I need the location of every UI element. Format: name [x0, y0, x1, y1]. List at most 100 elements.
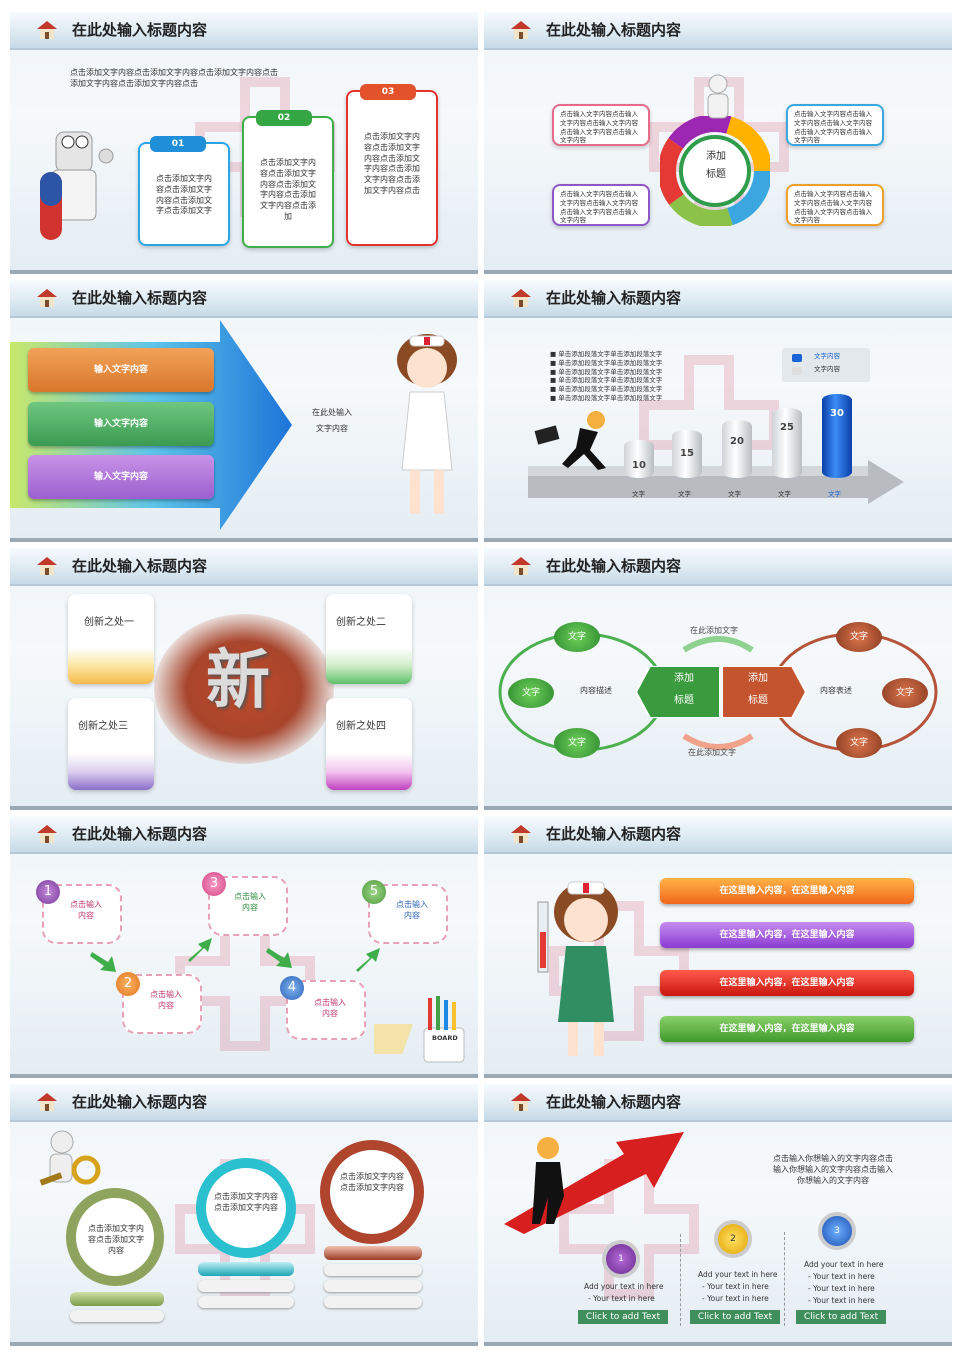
slide-7[interactable]: 在此处输入标题内容 1 2 3 4 5 点击输入内容 点击输入内容 点击输入内容…	[10, 816, 478, 1078]
slide-5[interactable]: 在此处输入标题内容 新 创新之处一 创新之处二 创新之处三 创新之处四	[10, 548, 478, 810]
center-title-1[interactable]: 添加	[706, 151, 726, 162]
cylinder-value: 25	[780, 422, 794, 433]
center-title-2[interactable]: 标题	[706, 169, 726, 180]
ring-green[interactable]: 点击添加文字内容点击添加文字内容	[66, 1188, 164, 1286]
box-text[interactable]: 点击输入文字内容点击输入文字内容点击输入文字内容点击输入文字内容点击输入文字内容	[794, 190, 872, 225]
slide-10[interactable]: 在此处输入标题内容 点击输入你想输入的文字内容点击输入你想输入的文字内容点击输入…	[484, 1084, 952, 1346]
bullet-item[interactable]: ■ 单击添加段落文字单击添加段落文字	[550, 385, 663, 394]
col-1-line[interactable]: Add your text in here	[584, 1282, 664, 1291]
slide-6[interactable]: 在此处输入标题内容 文字 文字 文字 文字 文字 文字 内容描述 内容表述 在此…	[484, 548, 952, 810]
nurse-syringe-icon	[537, 881, 618, 1056]
item-bar-1[interactable]: 输入文字内容	[28, 348, 214, 392]
bullet-item[interactable]: ■ 单击添加段落文字单击添加段落文字	[550, 350, 663, 358]
side-text-1[interactable]: 在此处输入	[312, 408, 352, 417]
ring-text[interactable]: 点击添加文字内容点击添加文字内容	[214, 1192, 278, 1212]
slide-title: 在此处输入标题内容	[546, 557, 682, 575]
card-02[interactable]: 02 点击添加文字内容点击添加文字内容点击添加文字内容点击添加文字内容点击添加	[242, 110, 334, 248]
ring-text[interactable]: 点击添加文字内容点击添加文字内容	[88, 1224, 144, 1255]
slide-4[interactable]: 在此处输入标题内容 ■ 单击添加段落文字单击添加段落文字 ■ 单击添加段落文字单…	[484, 280, 952, 542]
slide-2[interactable]: 在此处输入标题内容 添加 标题 点击输入文字内容点击输入文字内容点击输入文字内容…	[484, 12, 952, 274]
innovation-card-2[interactable]: 创新之处二	[326, 594, 412, 684]
innovation-card-3[interactable]: 创新之处三	[68, 698, 154, 790]
col-3-line[interactable]: - Your text in here	[808, 1284, 875, 1293]
center-left-line-2[interactable]: 标题	[674, 695, 694, 706]
right-node-middle[interactable]: 文字	[882, 678, 928, 708]
right-node-bottom[interactable]: 文字	[836, 728, 882, 758]
col-2-line[interactable]: Add your text in here	[698, 1270, 778, 1279]
col-3-line[interactable]: - Your text in here	[808, 1272, 875, 1281]
green-arrow-icon	[356, 948, 380, 972]
bullet-item[interactable]: ■ 单击添加段落文字单击添加段落文字	[550, 367, 663, 376]
card-text[interactable]: 点击添加文字内容点击添加文字内容点击添加文字内容点击添加文字内容点击添加	[260, 158, 316, 221]
slide-8[interactable]: 在此处输入标题内容 在这里输入内容，在这里输入内容 在这里输入内容，在这里输入内…	[484, 816, 952, 1078]
card-label[interactable]: 创新之处四	[336, 721, 386, 732]
ring-red[interactable]: 点击添加文字内容点击添加文字内容	[320, 1140, 424, 1244]
top-label[interactable]: 在此添加文字	[690, 626, 738, 635]
ring-cyan[interactable]: 点击添加文字内容点击添加文字内容	[196, 1158, 296, 1258]
slide-title: 在此处输入标题内容	[72, 1093, 208, 1111]
box-text[interactable]: 点击输入文字内容点击输入文字内容点击输入文字内容点击输入文字内容点击输入文字内容	[560, 190, 638, 225]
slide-9[interactable]: 在此处输入标题内容 点击添加文字内容点击添加文字内容 点击添加文字内容点击添加文…	[10, 1084, 478, 1346]
left-desc[interactable]: 内容描述	[580, 686, 612, 695]
item-bar-3[interactable]: 输入文字内容	[28, 455, 214, 499]
right-desc[interactable]: 内容表述	[820, 686, 852, 695]
col-3-line[interactable]: Add your text in here	[804, 1260, 884, 1269]
text-box-bottom-left[interactable]: 点击输入文字内容点击输入文字内容点击输入文字内容点击输入文字内容点击输入文字内容	[552, 184, 650, 226]
col-2-line[interactable]: - Your text in here	[702, 1294, 769, 1303]
item-bar-2[interactable]: 输入文字内容	[28, 402, 214, 446]
side-text-2[interactable]: 文字内容	[316, 424, 348, 433]
center-right-line-1[interactable]: 添加	[748, 673, 768, 684]
text-box-top-right[interactable]: 点击输入文字内容点击输入文字内容点击输入文字内容点击输入文字内容点击输入文字内容	[786, 104, 884, 146]
slide-header: 在此处输入标题内容	[10, 816, 478, 854]
col-3-line[interactable]: - Your text in here	[808, 1296, 875, 1305]
card-text[interactable]: 点击添加文字内容点击添加文字内容点击添加文字点击添加文字	[156, 174, 212, 216]
text-box-top-left[interactable]: 点击输入文字内容点击输入文字内容点击输入文字内容点击输入文字内容点击输入文字内容	[552, 104, 650, 146]
step-text[interactable]: 点击输入内容	[396, 900, 428, 920]
card-label[interactable]: 创新之处三	[78, 721, 128, 732]
content-bar-red[interactable]: 在这里输入内容，在这里输入内容	[660, 970, 914, 996]
bullet-item[interactable]: ■ 单击添加段落文字单击添加段落文字	[550, 358, 663, 367]
slide-header: 在此处输入标题内容	[10, 12, 478, 50]
ring-red-base	[324, 1296, 422, 1308]
step-text[interactable]: 点击输入内容	[314, 998, 346, 1018]
col-1-line[interactable]: - Your text in here	[588, 1294, 655, 1303]
bottom-label[interactable]: 在此添加文字	[688, 748, 736, 757]
box-text[interactable]: 点击输入文字内容点击输入文字内容点击输入文字内容点击输入文字内容点击输入文字内容	[560, 110, 638, 145]
step-badge-5: 5	[362, 880, 386, 904]
left-node-top[interactable]: 文字	[554, 622, 600, 652]
intro-text[interactable]: 点击输入你想输入的文字内容点击输入你想输入的文字内容点击输入你想输入的文字内容	[773, 1154, 893, 1185]
intro-text[interactable]: 点击添加文字内容点击添加文字内容点击添加文字内容点击添加文字内容点击添加文字内容…	[70, 68, 278, 88]
step-text[interactable]: 点击输入内容	[150, 990, 182, 1010]
column-divider	[680, 1234, 681, 1326]
step-text[interactable]: 点击输入内容	[234, 892, 266, 912]
bullet-item[interactable]: ■ 单击添加段落文字单击添加段落文字	[550, 393, 663, 402]
innovation-card-1[interactable]: 创新之处一	[68, 594, 154, 684]
card-text[interactable]: 点击添加文字内容点击添加文字内容点击添加文字内容点击添加文字内容点击添加文字内容…	[364, 132, 420, 195]
center-right-line-2[interactable]: 标题	[748, 695, 768, 706]
innovation-card-4[interactable]: 创新之处四	[326, 698, 412, 790]
box-text[interactable]: 点击输入文字内容点击输入文字内容点击输入文字内容点击输入文字内容点击输入文字内容	[794, 110, 872, 145]
step-text[interactable]: 点击输入内容	[70, 900, 102, 920]
left-node-bottom[interactable]: 文字	[554, 728, 600, 758]
axis-label: 文字	[828, 490, 841, 498]
card-label[interactable]: 创新之处二	[336, 617, 386, 628]
bullet-item[interactable]: ■ 单击添加段落文字单击添加段落文字	[550, 376, 663, 385]
left-node-middle[interactable]: 文字	[508, 678, 554, 708]
house-icon	[511, 557, 531, 575]
content-bar-green[interactable]: 在这里输入内容，在这里输入内容	[660, 1016, 914, 1042]
card-01[interactable]: 01 点击添加文字内容点击添加文字内容点击添加文字点击添加文字	[138, 136, 230, 246]
content-bar-purple[interactable]: 在这里输入内容，在这里输入内容	[660, 922, 914, 948]
click-to-add-button-2[interactable]: Click to add Text	[690, 1310, 780, 1324]
slide-3[interactable]: 在此处输入标题内容 输入文字内容 输入文字内容 输入文字内容 在此处输入 文字内…	[10, 280, 478, 542]
click-to-add-button-1[interactable]: Click to add Text	[578, 1310, 668, 1324]
card-label[interactable]: 创新之处一	[84, 617, 134, 628]
card-03[interactable]: 03 点击添加文字内容点击添加文字内容点击添加文字内容点击添加文字内容点击添加文…	[346, 84, 438, 246]
right-node-top[interactable]: 文字	[836, 622, 882, 652]
text-box-bottom-right[interactable]: 点击输入文字内容点击输入文字内容点击输入文字内容点击输入文字内容点击输入文字内容	[786, 184, 884, 226]
col-2-line[interactable]: - Your text in here	[702, 1282, 769, 1291]
content-bar-orange[interactable]: 在这里输入内容，在这里输入内容	[660, 878, 914, 904]
click-to-add-button-3[interactable]: Click to add Text	[796, 1310, 886, 1324]
slide-1[interactable]: 在此处输入标题内容 点击添加文字内容点击添加文字内容点击添加文字内容点击添加文字…	[10, 12, 478, 274]
center-left-line-1[interactable]: 添加	[674, 673, 694, 684]
ring-text[interactable]: 点击添加文字内容点击添加文字内容	[340, 1172, 404, 1192]
